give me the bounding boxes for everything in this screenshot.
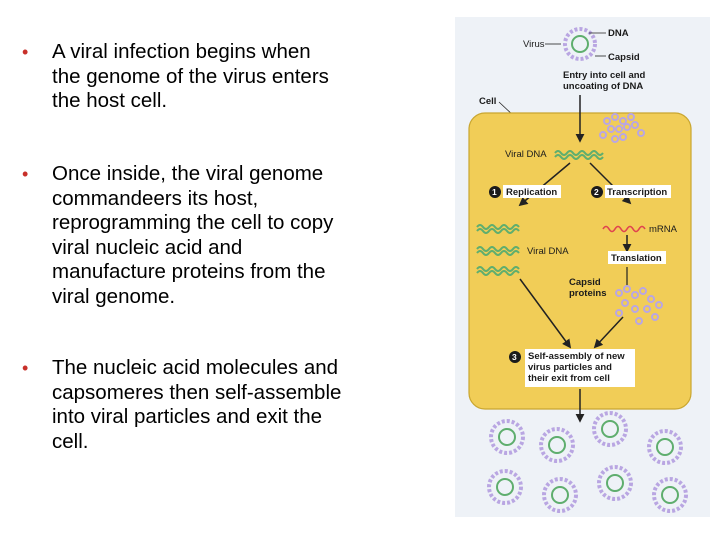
label-virus: Virus xyxy=(523,39,545,50)
viral-dna-strand xyxy=(554,150,604,156)
label-capsid-proteins-line2: proteins xyxy=(569,288,606,299)
label-box xyxy=(608,251,666,264)
step-1-badge xyxy=(489,186,501,198)
step-2-number: 2 xyxy=(594,187,599,197)
step-3-badge xyxy=(509,351,521,363)
step-3-number: 3 xyxy=(512,352,517,362)
bullet-text: Once inside, the viral genome commandeer… xyxy=(52,162,334,308)
virion-icon xyxy=(487,469,523,505)
label-self-assembly-line2: virus particles and xyxy=(528,362,612,373)
label-replication: Replication xyxy=(506,187,557,198)
label-viral-dna-top: Viral DNA xyxy=(505,149,547,160)
released-virions xyxy=(487,411,688,513)
virion-icon xyxy=(539,427,575,463)
assembly-arrow-right xyxy=(593,316,624,349)
virion-icon xyxy=(489,419,525,455)
label-transcription: Transcription xyxy=(607,187,667,198)
label-translation: Translation xyxy=(611,253,662,264)
label-capsid: Capsid xyxy=(608,52,640,63)
label-mrna: mRNA xyxy=(649,224,678,235)
bullet-marker: • xyxy=(22,164,29,184)
bullet-marker: • xyxy=(22,358,29,378)
label-entry-line2: uncoating of DNA xyxy=(563,81,643,92)
label-box xyxy=(503,185,561,198)
label-entry-line1: Entry into cell and xyxy=(563,70,646,81)
bullet-item-3: • The nucleic acid molecules and capsome… xyxy=(22,356,422,454)
virion-icon xyxy=(652,477,688,513)
label-cell: Cell xyxy=(479,96,496,107)
viral-replication-diagram: Virus DNA Capsid Entry into cell and unc… xyxy=(455,17,710,517)
capsid-protein-cluster xyxy=(615,285,663,325)
virion-icon xyxy=(592,411,628,447)
capsomere-cluster xyxy=(599,113,645,143)
virion-icon xyxy=(597,465,633,501)
virion-icon xyxy=(647,429,683,465)
label-viral-dna-mid: Viral DNA xyxy=(527,246,569,257)
diagram-svg: Virus DNA Capsid Entry into cell and unc… xyxy=(455,17,710,517)
viral-dna-strand xyxy=(554,154,604,160)
virus-particle-icon xyxy=(563,27,597,61)
virion-icon xyxy=(542,477,578,513)
bullet-item-1: • A viral infection begins when the geno… xyxy=(22,40,422,114)
bullet-marker: • xyxy=(22,42,29,62)
bullet-item-2: • Once inside, the viral genome commande… xyxy=(22,162,422,309)
mrna-strand xyxy=(602,225,646,233)
label-self-assembly-line1: Self-assembly of new xyxy=(528,351,625,362)
label-capsid-proteins-line1: Capsid xyxy=(569,277,601,288)
assembly-arrow-left xyxy=(519,278,572,349)
label-box xyxy=(605,185,671,198)
label-box xyxy=(525,349,635,387)
label-dna: DNA xyxy=(608,28,629,39)
label-self-assembly-line3: their exit from cell xyxy=(528,373,610,384)
bullet-text: A viral infection begins when the genome… xyxy=(52,40,329,112)
bullet-text: The nucleic acid molecules and capsomere… xyxy=(52,356,342,453)
step-1-number: 1 xyxy=(492,187,497,197)
replicated-dna-copies xyxy=(476,224,520,276)
step-2-badge xyxy=(591,186,603,198)
